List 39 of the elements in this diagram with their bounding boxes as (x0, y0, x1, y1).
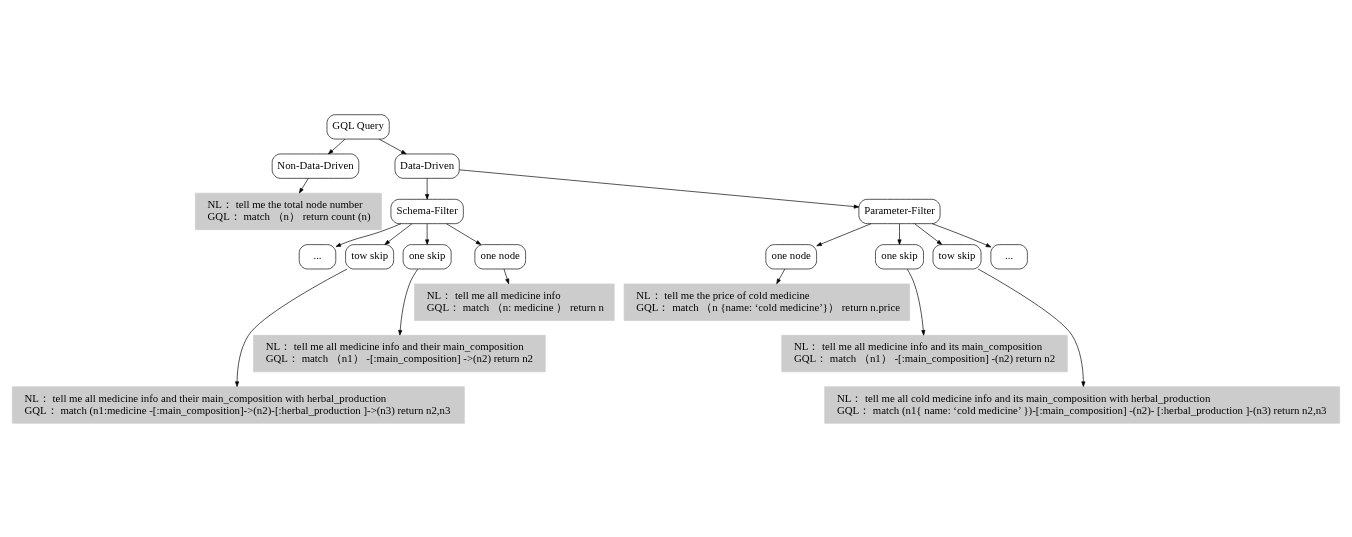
arrow (425, 177, 430, 199)
node-box: Schema-Filter (390, 198, 464, 224)
arrow (897, 222, 902, 245)
node-box: GQL Query (326, 113, 390, 139)
node-box: ... (298, 243, 337, 269)
node-box: NL： tell me all medicine info and their main_composition with herbal_production GQL： match (n1:medicine -[:main_composition]->(n2)-[:herbal_production ]->(n3) return n2,n3 (11, 385, 465, 424)
node-box: one node (474, 243, 526, 269)
arrow (503, 268, 510, 284)
node-box: NL： tell me the total node number GQL： match （n） return count (n) (195, 192, 382, 230)
arrow (384, 222, 413, 245)
arrow (914, 222, 943, 245)
node-box: NL： tell me the price of cold medicine GQL： match （n {name: ‘cold medicine’}） return n.price (623, 283, 910, 321)
arrow (425, 222, 430, 245)
node-box: tow skip (932, 243, 982, 269)
node-box: one skip (875, 243, 924, 269)
arrow (816, 222, 872, 246)
node-box: one node (765, 243, 817, 269)
node-box: NL： tell me all medicine info GQL： match （n: medicine ） return n (414, 283, 615, 321)
node-box: Data-Driven (394, 153, 460, 179)
arrow (931, 222, 992, 247)
node-box: NL： tell me all medicine info and their main_composition GQL： match （n1） -[:main_composition] ->(n2) return n2 (253, 334, 546, 372)
arrow (977, 268, 1086, 387)
arrow (906, 268, 926, 336)
node-box: Parameter-Filter (858, 198, 941, 224)
node-box: tow skip (345, 243, 394, 269)
arrow (446, 222, 482, 245)
arrow (776, 268, 786, 284)
arrow (328, 138, 346, 154)
arrow (335, 222, 402, 247)
arrow (398, 268, 419, 335)
arrow (299, 177, 309, 193)
arrow (378, 138, 407, 154)
node-box: ... (990, 243, 1028, 269)
arrow (459, 169, 860, 209)
node-box: Non-Data-Driven (271, 153, 360, 179)
node-box: NL： tell me all cold medicine info and its main_composition with herbal_production GQL： match (n1{ name: ‘cold medicine’ })-[:main_composition] -(n2)- [:herbal_production ]-(n3) return n2,n3 (824, 385, 1341, 424)
arrow (235, 268, 348, 387)
node-box: NL： tell me all medicine info and its main_composition GQL： match （n1） -[:main_composition] -(n2) return n2 (781, 334, 1068, 372)
node-box: one skip (402, 243, 452, 269)
